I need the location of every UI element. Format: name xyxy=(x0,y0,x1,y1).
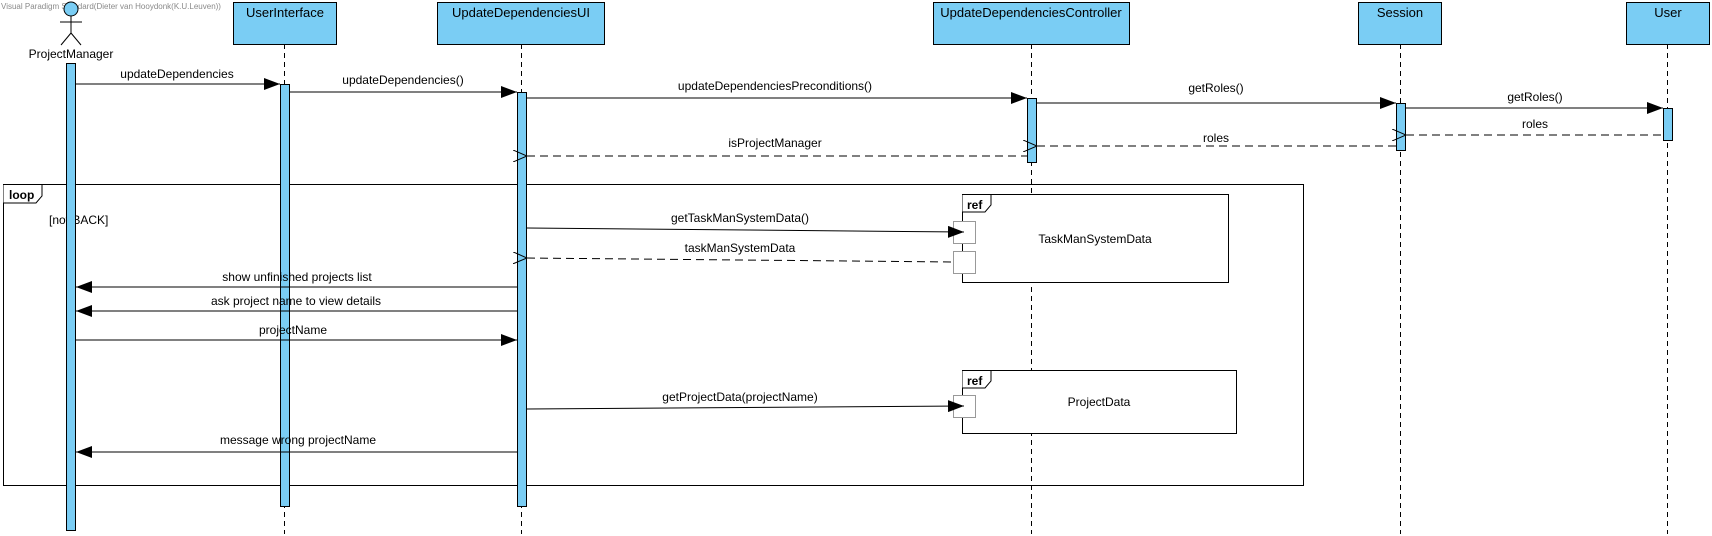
message-wrong-project-name[interactable]: message wrong projectName xyxy=(76,433,517,458)
ref-frame-1 xyxy=(962,194,1229,283)
actor-project-manager[interactable]: ProjectManager xyxy=(29,1,114,61)
message-label: roles xyxy=(1203,131,1229,145)
message-label: getRoles() xyxy=(1188,81,1243,95)
message-label: isProjectManager xyxy=(728,136,821,150)
message-label: roles xyxy=(1522,117,1548,131)
message-get-project-data[interactable]: getProjectData(projectName) xyxy=(526,390,965,413)
ref-frame-2 xyxy=(962,370,1237,434)
lifeline-name-udui: UpdateDependenciesUI xyxy=(452,5,590,20)
message-label: getRoles() xyxy=(1507,90,1562,104)
message-label: taskManSystemData xyxy=(685,241,796,255)
activation-ui xyxy=(280,84,290,507)
lifeline-ui[interactable]: UserInterface xyxy=(233,2,337,45)
lifeline-box-ui xyxy=(233,2,337,45)
message-get-task-man-system-data[interactable]: getTaskManSystemData() xyxy=(526,211,965,238)
ref-name-1: TaskManSystemData xyxy=(1038,232,1152,246)
message-update-dependencies[interactable]: updateDependencies xyxy=(76,67,280,90)
activations xyxy=(66,63,1673,531)
ref-project-data[interactable]: ref ProjectData xyxy=(953,370,1237,434)
message-update-dependencies-preconditions[interactable]: updateDependenciesPreconditions() xyxy=(527,79,1027,104)
loop-fragment: loop [not BACK] xyxy=(3,184,1304,486)
watermark: Visual Paradigm Standard(Dieter van Hooy… xyxy=(1,2,221,11)
activation-pm xyxy=(66,63,76,531)
message-label: updateDependencies xyxy=(120,67,233,81)
message-get-roles-user[interactable]: getRoles() xyxy=(1406,90,1663,114)
message-label: updateDependenciesPreconditions() xyxy=(678,79,872,93)
lifeline-name-ui: UserInterface xyxy=(246,5,324,20)
lifeline-box-user xyxy=(1626,2,1710,45)
message-show-unfinished-projects[interactable]: show unfinished projects list xyxy=(76,270,517,293)
lifeline-name-udc: UpdateDependenciesController xyxy=(940,5,1122,20)
lifeline-box-udc xyxy=(933,2,1130,45)
message-label: message wrong projectName xyxy=(220,433,376,447)
message-roles-to-session[interactable]: roles xyxy=(1406,117,1663,135)
loop-frame xyxy=(3,184,1304,486)
ref-keyword-1: ref xyxy=(967,198,983,212)
lifeline-dashes xyxy=(284,44,1668,534)
lifeline-user[interactable]: User xyxy=(1626,2,1710,45)
ref-task-man-system-data[interactable]: ref TaskManSystemData xyxy=(953,194,1229,283)
message-update-dependencies-ui[interactable]: updateDependencies() xyxy=(290,73,517,98)
messages: updateDependencies updateDependencies() … xyxy=(76,67,1663,458)
lifeline-udui[interactable]: UpdateDependenciesUI xyxy=(437,2,605,45)
stick-figure-icon xyxy=(60,1,82,46)
message-roles-to-controller[interactable]: roles xyxy=(1037,131,1396,146)
loop-tab xyxy=(3,184,43,204)
activation-session xyxy=(1396,103,1406,151)
message-label: updateDependencies() xyxy=(342,73,463,87)
activation-udui xyxy=(517,92,527,507)
lifeline-box-udui xyxy=(437,2,605,45)
ref-gate-1a xyxy=(953,221,976,244)
loop-keyword: loop xyxy=(9,188,34,202)
lifeline-session[interactable]: Session xyxy=(1358,2,1442,45)
message-label: show unfinished projects list xyxy=(222,270,372,284)
message-label: getProjectData(projectName) xyxy=(662,390,817,404)
message-label: projectName xyxy=(259,323,327,337)
message-task-man-system-data[interactable]: taskManSystemData xyxy=(527,241,955,262)
message-ask-project-name[interactable]: ask project name to view details xyxy=(76,294,517,317)
ref-tab-2 xyxy=(962,370,992,389)
ref-keyword-2: ref xyxy=(967,374,983,388)
loop-guard: [not BACK] xyxy=(49,213,108,227)
message-get-roles-session[interactable]: getRoles() xyxy=(1037,81,1396,109)
activation-udc xyxy=(1027,98,1037,163)
lifeline-udc[interactable]: UpdateDependenciesController xyxy=(933,2,1130,45)
message-is-project-manager[interactable]: isProjectManager xyxy=(527,136,1027,156)
lifeline-name-user: User xyxy=(1654,5,1682,20)
ref-name-2: ProjectData xyxy=(1068,395,1131,409)
ref-tab-1 xyxy=(962,194,992,213)
lifeline-name-session: Session xyxy=(1377,5,1423,20)
actor-name: ProjectManager xyxy=(29,47,114,61)
message-label: getTaskManSystemData() xyxy=(671,211,809,225)
activation-user xyxy=(1663,108,1673,141)
message-label: ask project name to view details xyxy=(211,294,381,308)
message-project-name[interactable]: projectName xyxy=(76,323,517,346)
ref-gate-1b xyxy=(953,251,976,274)
lifeline-box-session xyxy=(1358,2,1442,45)
